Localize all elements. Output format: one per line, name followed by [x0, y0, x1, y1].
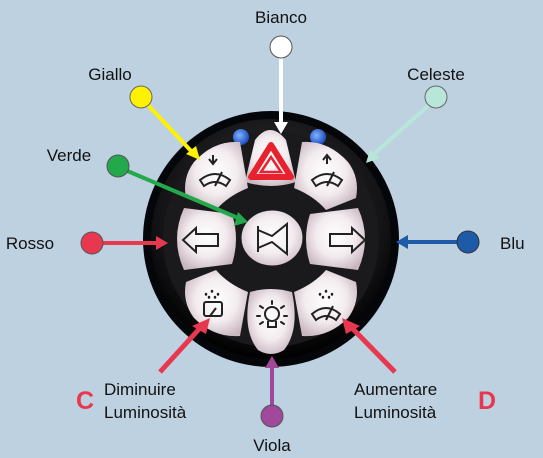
label-blu: Blu [500, 234, 525, 253]
horn-icon [257, 221, 288, 257]
label-rosso: Rosso [6, 234, 54, 253]
right-arrow-button[interactable] [306, 208, 367, 270]
verde-dot [106, 154, 130, 178]
hazard-button[interactable] [245, 130, 296, 186]
blu-dot [456, 230, 480, 254]
front-washer-icon [310, 289, 342, 322]
blu-arrowhead [396, 235, 408, 249]
label-celeste: Celeste [407, 65, 465, 84]
rear-wiper-down-icon [198, 155, 232, 188]
aumentare-arrowhead [342, 318, 360, 334]
rosso-dot [80, 231, 104, 255]
light-button[interactable] [247, 289, 295, 354]
label-diminuire-line1: Diminuire [104, 380, 176, 399]
horn-button[interactable] [238, 207, 306, 269]
verde-arrowhead [234, 212, 248, 226]
viola-arrowhead [265, 356, 279, 368]
celeste-line [372, 102, 432, 156]
label-aumentare-line1: Aumentare [354, 380, 437, 399]
celeste-dot [424, 85, 448, 109]
light-bulb-icon [256, 300, 288, 328]
giallo-arrowhead [186, 146, 200, 160]
led-indicator-left [233, 129, 249, 145]
labels: Bianco Giallo Celeste Verde Rosso Blu Vi… [6, 8, 525, 455]
diminuire-arrowhead [192, 318, 210, 334]
viola-dot [260, 404, 284, 428]
label-giallo: Giallo [88, 65, 131, 84]
label-diminuire-line2: Luminosità [104, 403, 187, 422]
front-washer-button[interactable] [294, 270, 357, 337]
bianco-dot [269, 35, 293, 59]
front-wiper-button[interactable] [294, 141, 357, 210]
verde-line [124, 168, 239, 220]
diminuire-arrow-line [158, 326, 202, 374]
hazard-warning-icon [248, 142, 294, 180]
rosso-arrowhead [156, 236, 168, 250]
label-bianco: Bianco [255, 8, 307, 27]
label-aumentare-line2: Luminosità [354, 403, 437, 422]
aumentare-arrow-line [350, 326, 397, 374]
keypad [143, 111, 399, 367]
rear-washer-icon [203, 289, 223, 317]
giallo-line [145, 102, 194, 154]
letter-c: C [76, 387, 94, 415]
front-wiper-up-icon [310, 153, 344, 188]
bianco-arrowhead [274, 122, 288, 134]
label-viola: Viola [253, 436, 291, 455]
left-arrow-icon [181, 225, 219, 255]
rear-wiper-button[interactable] [185, 141, 248, 210]
led-indicator-right [310, 129, 326, 145]
callouts [80, 35, 480, 428]
giallo-dot [129, 85, 153, 109]
celeste-arrowhead [366, 150, 380, 163]
letter-d: D [478, 387, 496, 415]
label-verde: Verde [47, 146, 91, 165]
rear-washer-button[interactable] [185, 270, 248, 337]
left-arrow-button[interactable] [177, 208, 236, 270]
right-arrow-icon [329, 225, 367, 255]
